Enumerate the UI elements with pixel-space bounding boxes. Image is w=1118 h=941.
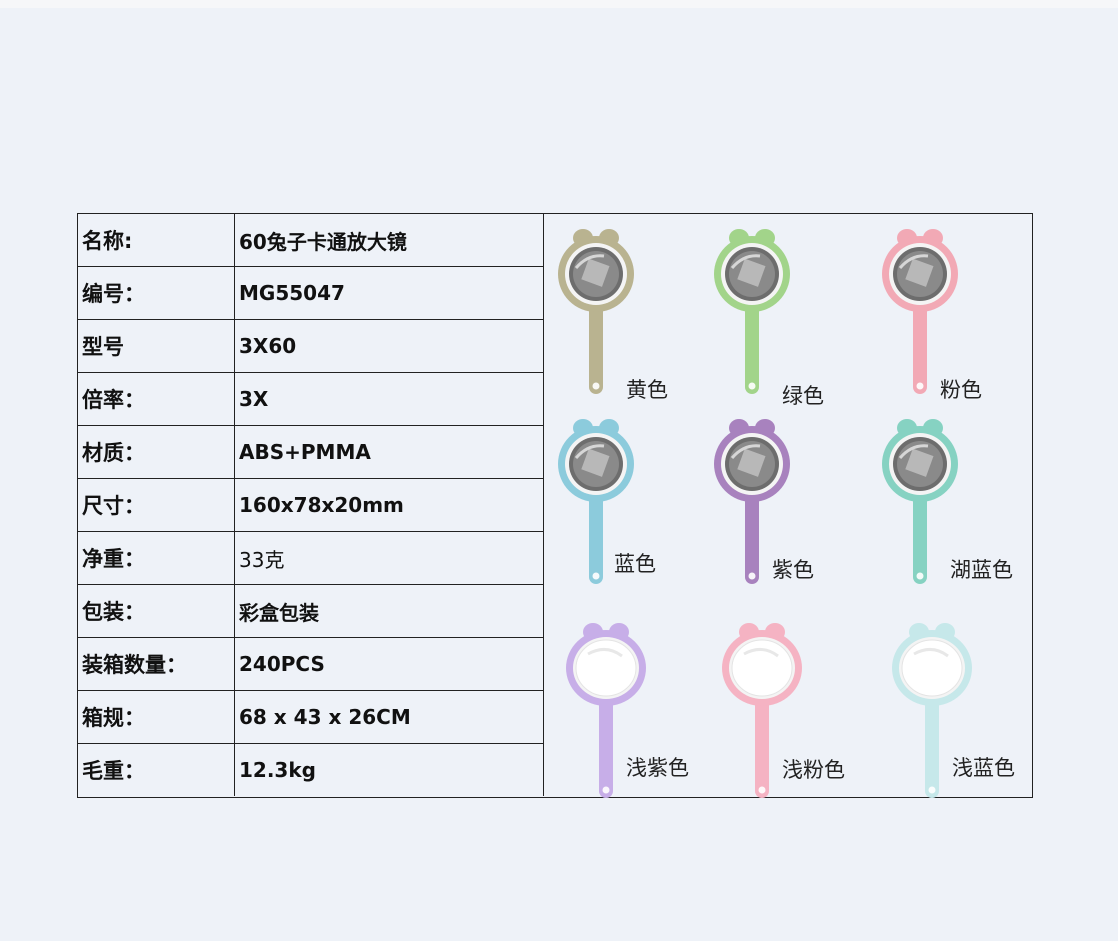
variant-label: 蓝色	[614, 552, 656, 576]
variant-label: 浅粉色	[782, 758, 845, 782]
spec-row-name: 名称: 60兔子卡通放大镜	[78, 214, 544, 267]
spec-key: 毛重：	[78, 743, 235, 796]
spec-row-carton-qty: 装箱数量： 240PCS	[78, 637, 544, 691]
spec-value: 12.3kg	[234, 743, 544, 796]
spec-value: MG55047	[234, 266, 544, 320]
spec-value: 3X60	[234, 319, 544, 373]
magnifier-icon	[558, 419, 634, 584]
spec-row-model: 型号 3X60	[78, 319, 544, 373]
spec-key: 编号：	[78, 266, 235, 320]
spec-value: 60兔子卡通放大镜	[234, 214, 544, 267]
spec-key: 净重：	[78, 531, 235, 585]
variant-purple: 紫色	[714, 418, 864, 608]
variant-label: 湖蓝色	[950, 558, 1013, 582]
variant-lake-blue: 湖蓝色	[882, 418, 1032, 608]
magnifier-icon	[882, 229, 958, 394]
spec-key: 箱规：	[78, 690, 235, 744]
spec-key: 名称:	[78, 214, 235, 267]
variant-pink: 粉色	[882, 228, 1032, 418]
spec-value: 160x78x20mm	[234, 478, 544, 532]
spec-row-net-weight: 净重： 33克	[78, 531, 544, 585]
spec-row-size: 尺寸： 160x78x20mm	[78, 478, 544, 532]
spec-value: ABS+PMMA	[234, 425, 544, 479]
variant-label: 黄色	[626, 378, 668, 402]
spec-value: 33克	[234, 531, 544, 585]
variant-light-pink: 浅粉色	[720, 618, 870, 808]
spec-row-gross-weight: 毛重： 12.3kg	[78, 743, 544, 796]
spec-key: 材质：	[78, 425, 235, 479]
variant-yellow: 黄色	[558, 228, 708, 418]
spec-row-code: 编号： MG55047	[78, 266, 544, 320]
magnifier-icon	[892, 623, 972, 798]
spec-key: 型号	[78, 319, 235, 373]
spec-row-material: 材质： ABS+PMMA	[78, 425, 544, 479]
color-variant-gallery: 黄色 绿色 粉色 蓝色 紫色 湖蓝色 浅紫色 浅粉色	[544, 214, 1032, 798]
spec-row-packaging: 包装： 彩盒包装	[78, 584, 544, 638]
spec-row-magnification: 倍率： 3X	[78, 372, 544, 426]
magnifier-icon	[558, 229, 634, 394]
variant-green: 绿色	[714, 228, 864, 418]
spec-value: 3X	[234, 372, 544, 426]
variant-label: 紫色	[772, 558, 814, 582]
magnifier-icon	[714, 229, 790, 394]
spec-value: 68 x 43 x 26CM	[234, 690, 544, 744]
spec-key: 尺寸：	[78, 478, 235, 532]
magnifier-icon	[882, 419, 958, 584]
top-band	[0, 0, 1118, 8]
magnifier-icon	[722, 623, 802, 798]
spec-key: 包装：	[78, 584, 235, 638]
magnifier-icon	[566, 623, 646, 798]
variant-label: 浅蓝色	[952, 756, 1015, 780]
variant-label: 浅紫色	[626, 756, 689, 780]
spec-value: 240PCS	[234, 637, 544, 691]
spec-key: 装箱数量：	[78, 637, 235, 691]
product-spec-sheet: 名称: 60兔子卡通放大镜 编号： MG55047 型号 3X60 倍率： 3X…	[77, 213, 1033, 798]
spec-table: 名称: 60兔子卡通放大镜 编号： MG55047 型号 3X60 倍率： 3X…	[78, 214, 544, 796]
spec-key: 倍率：	[78, 372, 235, 426]
variant-blue: 蓝色	[558, 418, 708, 608]
variant-light-blue: 浅蓝色	[890, 618, 1040, 808]
variant-label: 绿色	[782, 384, 824, 408]
spec-row-carton-size: 箱规： 68 x 43 x 26CM	[78, 690, 544, 744]
variant-label: 粉色	[940, 378, 982, 402]
spec-value: 彩盒包装	[234, 584, 544, 638]
magnifier-icon	[714, 419, 790, 584]
variant-light-purple: 浅紫色	[564, 618, 714, 808]
